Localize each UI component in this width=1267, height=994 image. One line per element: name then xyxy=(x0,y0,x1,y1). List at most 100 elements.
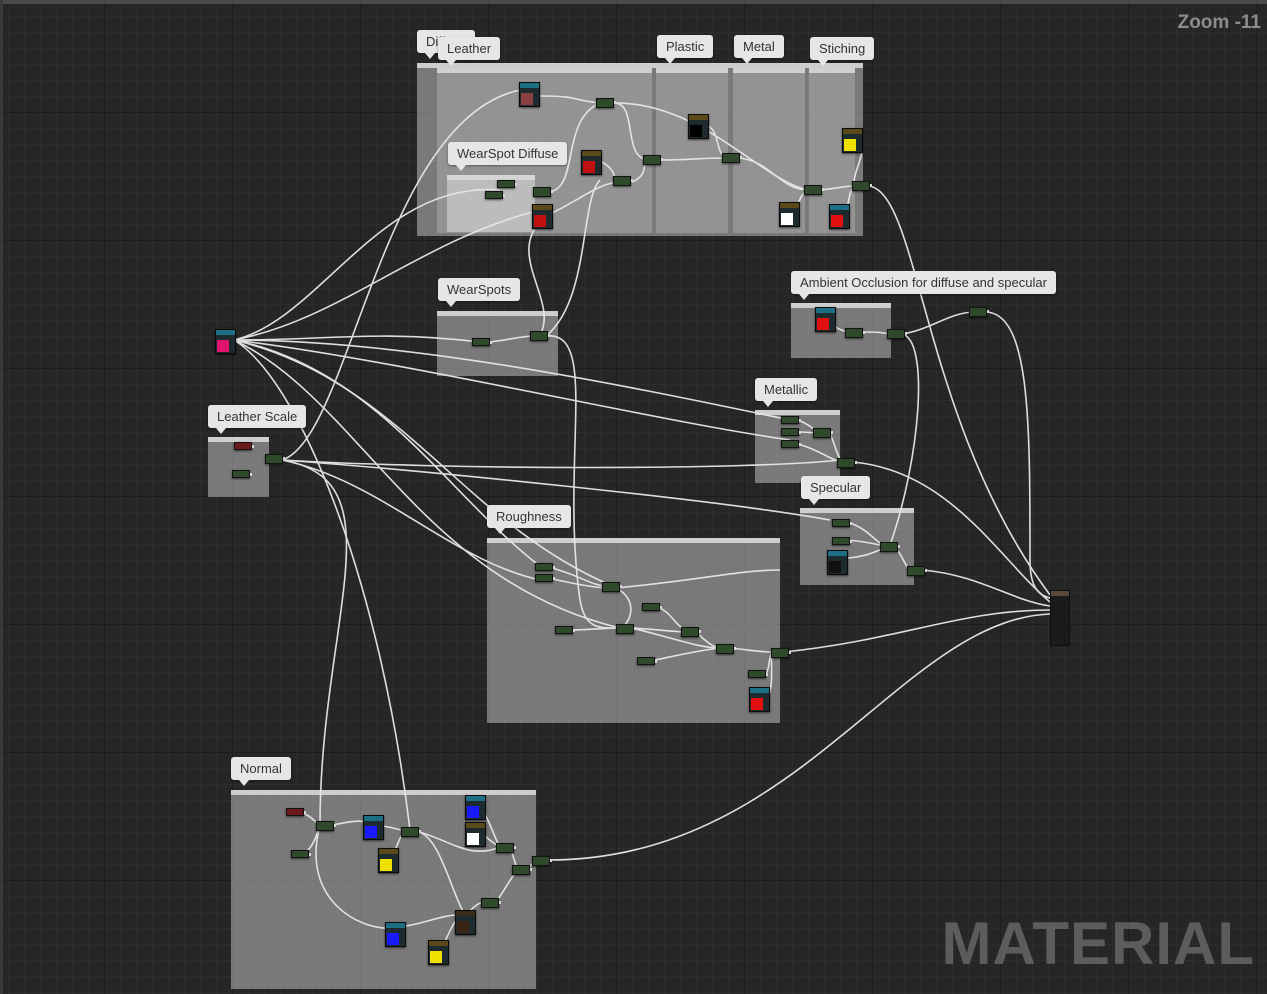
comment-title-roughness[interactable]: Roughness xyxy=(487,505,571,534)
comment-title-stiching[interactable]: Stiching xyxy=(810,37,875,66)
constant-color-node[interactable] xyxy=(532,204,553,229)
scalar-node[interactable] xyxy=(555,626,575,634)
comment-title-ambient-occlusion[interactable]: Ambient Occlusion for diffuse and specul… xyxy=(791,271,1056,300)
comment-title-metallic[interactable]: Metallic xyxy=(755,378,818,407)
wire xyxy=(783,609,1051,653)
wire xyxy=(233,339,611,586)
comment-title-leather-scale[interactable]: Leather Scale xyxy=(208,405,307,434)
wire xyxy=(545,335,621,629)
constant-color-node[interactable] xyxy=(428,940,449,965)
scalar-node[interactable] xyxy=(642,603,662,611)
texture-sample-node[interactable] xyxy=(455,910,476,935)
wire xyxy=(661,157,726,161)
lerp-node[interactable] xyxy=(722,153,742,163)
color-swatch xyxy=(457,921,469,933)
multiply-node[interactable] xyxy=(265,454,285,464)
constant-color-node[interactable] xyxy=(842,128,863,153)
math-node[interactable] xyxy=(512,865,532,875)
texture-sample-node[interactable] xyxy=(215,329,236,354)
math-node[interactable] xyxy=(613,176,633,186)
scalar-node[interactable] xyxy=(535,563,555,571)
wire xyxy=(281,459,348,826)
wire xyxy=(567,627,621,631)
math-node[interactable] xyxy=(530,331,550,341)
math-node[interactable] xyxy=(533,187,553,197)
texture-sample-node[interactable] xyxy=(749,687,770,712)
comment-title-leather[interactable]: Leather xyxy=(438,37,501,66)
comment-title-wearspots[interactable]: WearSpots xyxy=(438,278,521,307)
math-node[interactable] xyxy=(532,856,552,866)
wire xyxy=(528,214,549,336)
wire xyxy=(539,95,601,104)
lerp-node[interactable] xyxy=(852,181,872,191)
wire xyxy=(631,627,721,649)
scalar-node[interactable] xyxy=(832,519,852,527)
texture-sample-node[interactable] xyxy=(815,307,836,332)
parameter-node[interactable] xyxy=(286,808,306,816)
lerp-node[interactable] xyxy=(602,582,622,592)
constant-color-node[interactable] xyxy=(581,150,602,175)
comment-box-plastic[interactable] xyxy=(656,68,728,233)
parameter-node[interactable] xyxy=(232,470,252,478)
lerp-node[interactable] xyxy=(813,428,833,438)
wire xyxy=(315,824,459,929)
math-node[interactable] xyxy=(643,155,663,165)
comment-title-metal[interactable]: Metal xyxy=(734,35,784,64)
comment-title-plastic[interactable]: Plastic xyxy=(657,35,714,64)
texture-sample-node[interactable] xyxy=(385,922,406,947)
texture-sample-node[interactable] xyxy=(519,82,540,107)
lerp-node[interactable] xyxy=(616,624,636,634)
wire xyxy=(281,459,831,521)
graph-top-border xyxy=(0,0,1267,4)
comment-box-wearspot-diffuse[interactable] xyxy=(447,175,535,232)
math-node[interactable] xyxy=(497,180,517,188)
parameter-node[interactable] xyxy=(234,442,254,450)
color-swatch xyxy=(829,561,841,573)
math-node[interactable] xyxy=(845,328,865,338)
math-node[interactable] xyxy=(907,566,927,576)
comment-title-specular[interactable]: Specular xyxy=(801,476,871,505)
math-node[interactable] xyxy=(472,338,492,346)
scalar-node[interactable] xyxy=(781,440,801,448)
constant-color-node[interactable] xyxy=(779,202,800,227)
math-node[interactable] xyxy=(496,843,516,853)
constant-color-node[interactable] xyxy=(465,822,486,847)
scalar-node[interactable] xyxy=(748,670,768,678)
lerp-node[interactable] xyxy=(804,185,824,195)
wire xyxy=(547,613,1051,861)
wire xyxy=(233,339,411,831)
scalar-node[interactable] xyxy=(291,850,311,858)
texture-sample-node[interactable] xyxy=(465,795,486,820)
constant-color-node[interactable] xyxy=(688,114,709,139)
texture-sample-node[interactable] xyxy=(363,815,384,840)
math-node[interactable] xyxy=(401,827,421,837)
lerp-node[interactable] xyxy=(681,627,701,637)
comment-title-wearspot-diffuse[interactable]: WearSpot Diffuse xyxy=(448,142,568,171)
texture-sample-node[interactable] xyxy=(829,204,850,229)
wire xyxy=(901,311,976,335)
math-node[interactable] xyxy=(887,329,907,339)
scalar-node[interactable] xyxy=(637,657,657,665)
wire xyxy=(615,569,781,589)
wire xyxy=(867,185,1051,596)
math-node[interactable] xyxy=(969,307,989,317)
math-node[interactable] xyxy=(485,191,505,199)
scalar-node[interactable] xyxy=(832,537,852,545)
lerp-node[interactable] xyxy=(771,648,791,658)
math-node[interactable] xyxy=(316,821,336,831)
constant-color-node[interactable] xyxy=(378,848,399,873)
lerp-node[interactable] xyxy=(716,644,736,654)
texture-sample-node[interactable] xyxy=(827,550,848,575)
scalar-node[interactable] xyxy=(781,428,801,436)
math-node[interactable] xyxy=(596,98,616,108)
scalar-node[interactable] xyxy=(535,574,555,582)
math-node[interactable] xyxy=(481,898,501,908)
lerp-node[interactable] xyxy=(837,458,857,468)
scalar-node[interactable] xyxy=(781,416,801,424)
material-output-node[interactable] xyxy=(1050,590,1070,646)
wire xyxy=(233,209,541,341)
comment-box-wearspots[interactable] xyxy=(437,311,558,376)
comment-title-normal[interactable]: Normal xyxy=(231,757,291,786)
lerp-node[interactable] xyxy=(880,542,900,552)
